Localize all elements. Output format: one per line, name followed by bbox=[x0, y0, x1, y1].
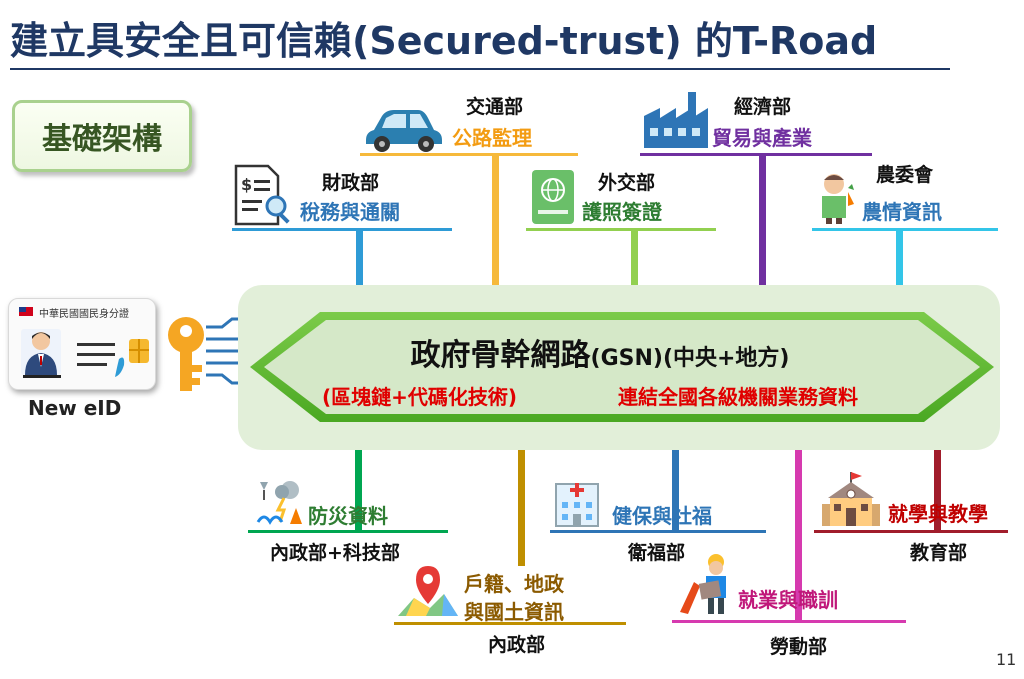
connector-finance bbox=[356, 230, 363, 285]
service-economy: 貿易與產業 bbox=[712, 126, 812, 150]
gsn-arrow-shape bbox=[250, 312, 994, 422]
page-number: 11 bbox=[996, 650, 1017, 669]
underline-health bbox=[550, 530, 766, 533]
service-labor: 就業與職訓 bbox=[738, 588, 838, 612]
underline-agriculture bbox=[812, 228, 998, 231]
connector-education bbox=[934, 450, 941, 532]
service-transport: 公路監理 bbox=[452, 126, 532, 150]
gsn-title-main: 政府骨幹網路 bbox=[410, 338, 591, 373]
title-underline bbox=[10, 68, 950, 70]
gsn-subtitle-right: 連結全國各級機關業務資料 bbox=[618, 385, 858, 409]
passport-icon bbox=[532, 170, 574, 224]
underline-finance bbox=[232, 228, 452, 231]
connector-health bbox=[672, 450, 679, 532]
gsn-title: 政府骨幹網路(GSN)(中央+地方) bbox=[320, 330, 880, 374]
underline-household bbox=[394, 622, 626, 625]
farmer-icon bbox=[822, 174, 854, 224]
connector-economy bbox=[759, 155, 766, 285]
map-pin-icon bbox=[398, 566, 458, 616]
ministry-education: 教育部 bbox=[910, 542, 968, 564]
connector-labor bbox=[795, 450, 802, 622]
car-icon bbox=[366, 110, 442, 152]
service-foreign: 護照簽證 bbox=[582, 200, 662, 224]
underline-disaster bbox=[248, 530, 448, 533]
underline-labor bbox=[672, 620, 906, 623]
ministry-foreign: 外交部 bbox=[598, 172, 656, 194]
factory-icon bbox=[644, 92, 708, 148]
gsn-title-paren: (GSN)(中央+地方) bbox=[590, 346, 790, 371]
tax-document-icon: $ bbox=[234, 164, 290, 226]
underline-transport bbox=[360, 153, 578, 156]
service-health: 健保與社福 bbox=[612, 504, 712, 528]
hospital-icon bbox=[555, 483, 599, 527]
service-education: 就學與教學 bbox=[888, 502, 988, 526]
ministry-transport: 交通部 bbox=[466, 96, 524, 118]
connector-transport bbox=[492, 155, 499, 285]
worker-icon bbox=[680, 554, 726, 614]
service-agriculture: 農情資訊 bbox=[862, 200, 942, 224]
underline-economy bbox=[640, 153, 872, 156]
service-finance: 稅務與通關 bbox=[300, 200, 400, 224]
ministry-health: 衛福部 bbox=[628, 542, 686, 564]
eid-card-title: 中華民國國民身分證 bbox=[39, 309, 129, 320]
ministry-agriculture: 農委會 bbox=[876, 164, 934, 186]
underline-education bbox=[814, 530, 1008, 533]
svg-text:$: $ bbox=[241, 175, 252, 194]
eid-card-art-icon bbox=[19, 307, 149, 378]
school-icon bbox=[822, 472, 880, 526]
gsn-subtitle-left: (區塊鏈+代碼化技術) bbox=[322, 385, 518, 409]
connector-disaster bbox=[355, 450, 362, 532]
ministry-finance: 財政部 bbox=[322, 172, 380, 194]
eid-card: 中華民國國民身分證 bbox=[8, 298, 156, 390]
ministry-interior: 內政部 bbox=[488, 634, 546, 656]
foundation-box: 基礎架構 bbox=[12, 100, 192, 172]
ministry-interior-science: 內政部+科技部 bbox=[270, 542, 400, 564]
disaster-icon bbox=[256, 481, 302, 525]
ministry-labor: 勞動部 bbox=[770, 636, 828, 658]
service-household-line2: 與國土資訊 bbox=[464, 600, 564, 624]
eid-label: New eID bbox=[28, 396, 122, 420]
connector-household bbox=[518, 450, 525, 566]
connector-agriculture bbox=[896, 230, 903, 285]
service-household-line1: 戶籍、地政 bbox=[464, 572, 564, 596]
underline-foreign bbox=[526, 228, 716, 231]
connector-foreign bbox=[631, 230, 638, 285]
page-title: 建立具安全且可信賴(Secured-trust) 的T-Road bbox=[10, 19, 878, 63]
service-disaster: 防災資料 bbox=[308, 504, 388, 528]
ministry-economy: 經濟部 bbox=[734, 96, 792, 118]
